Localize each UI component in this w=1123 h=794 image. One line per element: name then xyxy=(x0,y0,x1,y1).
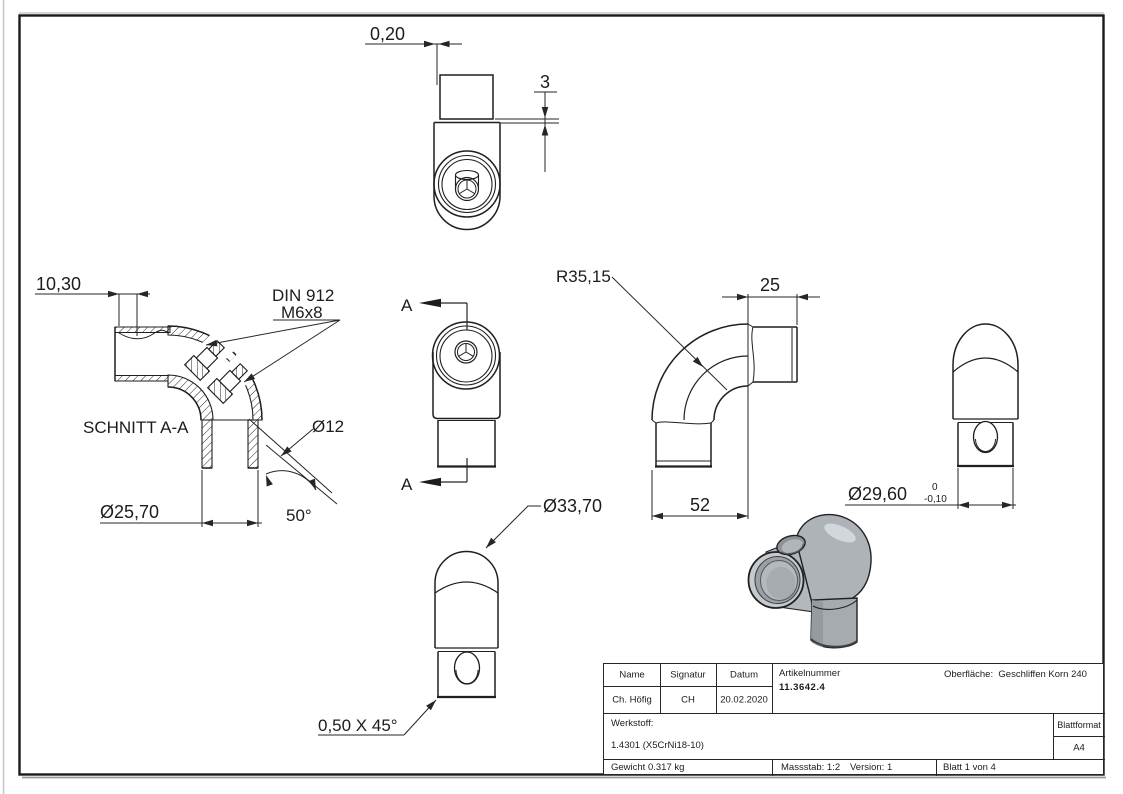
tb-weight: Gewicht 0.317 kg xyxy=(611,762,685,773)
render-3d xyxy=(747,513,872,649)
dim-angle: 50° xyxy=(286,506,312,525)
section-view xyxy=(114,325,263,469)
tb-surface-label: Oberfläche: xyxy=(944,669,994,680)
dim-step: 3 xyxy=(540,72,550,92)
dim-chamfer: 0,50 X 45° xyxy=(318,716,398,735)
end-view xyxy=(952,323,1019,468)
dim-socket: 10,30 xyxy=(36,274,81,294)
dim-radius: R35,15 xyxy=(556,267,611,286)
tb-header-date: Datum xyxy=(730,669,758,681)
tb-header-signature: Signatur xyxy=(670,669,706,681)
top-view-dimensions: 0,20 3 xyxy=(365,24,559,172)
tb-value-signature: CH xyxy=(681,694,695,706)
tb-sheet-format-value: A4 xyxy=(1073,742,1085,754)
tb-surface-value: Geschliffen Korn 240 xyxy=(998,669,1087,680)
top-view xyxy=(433,74,501,231)
section-label: SCHNITT A-A xyxy=(83,418,189,437)
dim-length: 52 xyxy=(690,495,710,515)
tb-value-date: 20.02.2020 xyxy=(720,694,768,706)
front-view xyxy=(431,321,501,468)
title-block: Name Signatur Datum Ch. Höfig CH 20.02.2… xyxy=(603,663,1105,776)
front-view-cut-markers: A A xyxy=(401,296,468,494)
side-view xyxy=(434,550,499,699)
elbow-view-dimensions: R35,15 25 52 xyxy=(556,267,820,520)
tb-surface: Oberfläche: Geschliffen Korn 240 xyxy=(944,669,1087,680)
tb-sheet: Blatt 1 von 4 xyxy=(943,762,996,773)
tb-sheet-format-label: Blattformat xyxy=(1057,720,1101,730)
dim-offset: 0,20 xyxy=(370,24,405,44)
screw-note-line1: DIN 912 xyxy=(272,286,334,305)
dim-end-diameter: Ø29,60 xyxy=(848,484,907,504)
dim-drill: Ø12 xyxy=(312,417,344,436)
dim-stub: 25 xyxy=(760,275,780,295)
tb-value-name: Ch. Höfig xyxy=(612,694,652,706)
tb-article-number: 11.3642.4 xyxy=(779,682,826,693)
side-view-dimensions: Ø33,70 0,50 X 45° xyxy=(318,496,602,736)
cut-marker-top: A xyxy=(401,296,413,315)
tb-scale: Massstab: 1:2 xyxy=(781,762,841,773)
tb-material-value: 1.4301 (X5CrNi18-10) xyxy=(611,740,704,751)
tb-material-label: Werkstoff: xyxy=(611,718,654,729)
screw-note-line2: M6x8 xyxy=(281,303,323,322)
tb-header-name: Name xyxy=(619,669,645,681)
elbow-view xyxy=(651,323,798,468)
tb-article-label: Artikelnummer xyxy=(779,668,841,679)
end-view-dimensions: Ø29,60 0 -0,10 xyxy=(845,468,1016,509)
cut-marker-bottom: A xyxy=(401,475,413,494)
dim-diameter: Ø25,70 xyxy=(100,502,159,522)
tolerance-upper: 0 xyxy=(932,482,938,493)
dim-outer-diameter: Ø33,70 xyxy=(543,496,602,516)
tolerance-lower: -0,10 xyxy=(924,494,947,505)
tb-version: Version: 1 xyxy=(850,762,893,773)
section-view-dimensions: 10,30 DIN 912 M6x8 SCHNITT A-A Ø12 Ø25,7… xyxy=(35,274,344,527)
